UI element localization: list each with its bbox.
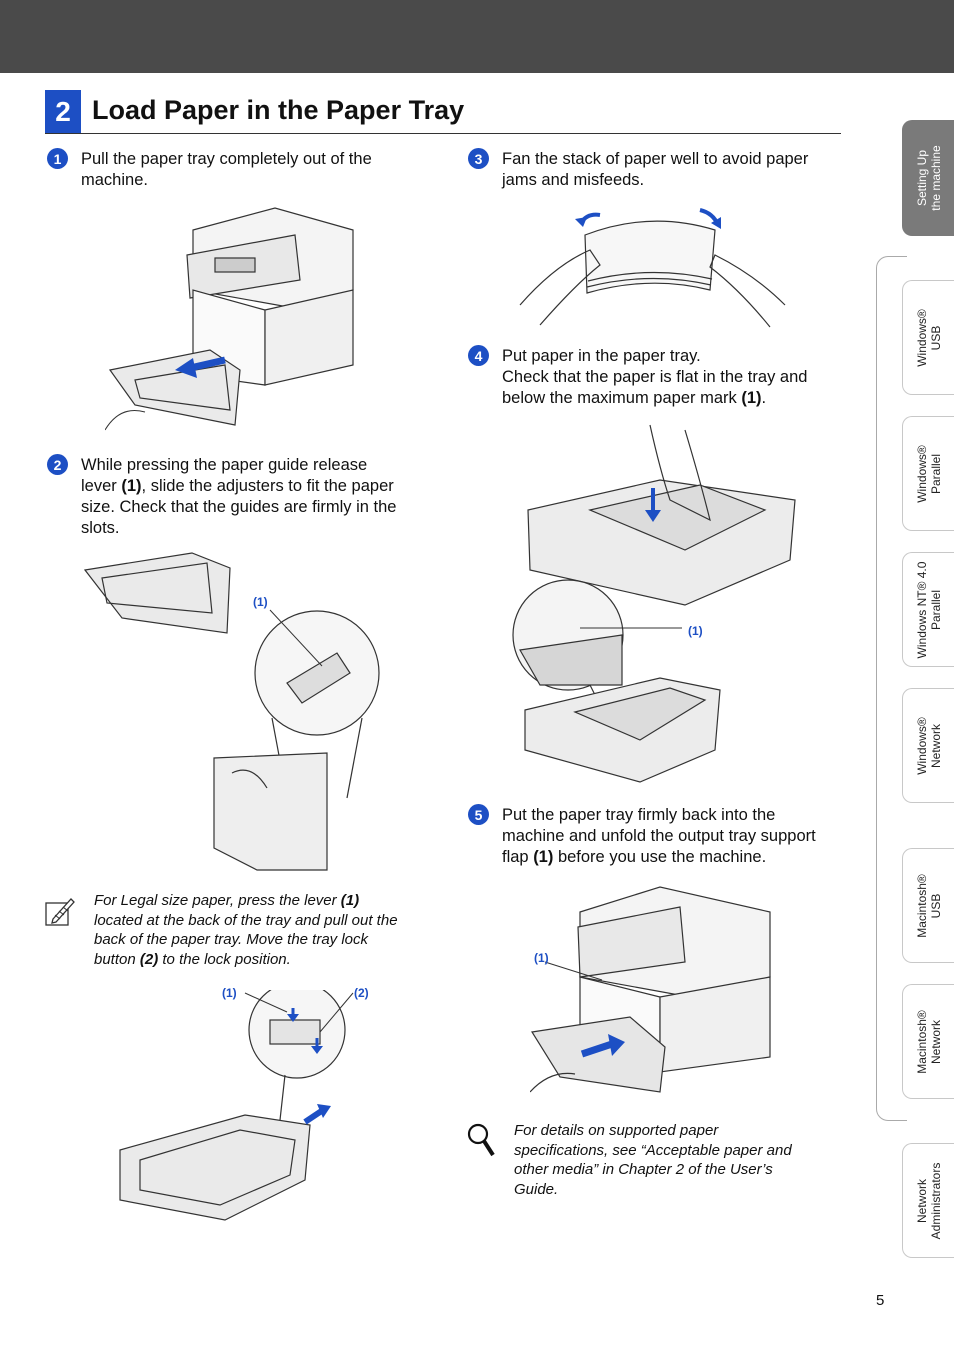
step-4-badge: 4 <box>468 345 489 366</box>
legal-lever-callout: (1) <box>222 986 237 1000</box>
header-bar <box>0 0 954 73</box>
step-3-text: Fan the stack of paper well to avoid pap… <box>502 150 809 189</box>
tab-macintosh-network[interactable]: Macintosh®Network <box>902 984 954 1099</box>
flap-callout: (1) <box>534 951 549 965</box>
section-number: 2 <box>45 90 81 134</box>
step-4-text: Put paper in the paper tray. Check that … <box>502 347 808 407</box>
tab-windows-network[interactable]: Windows®Network <box>902 688 954 803</box>
section-title: Load Paper in the Paper Tray <box>92 95 465 125</box>
step-1-text: Pull the paper tray completely out of th… <box>81 150 372 189</box>
tab-windows-parallel[interactable]: Windows®Parallel <box>902 416 954 531</box>
max-mark-callout: (1) <box>688 624 703 638</box>
step-3-badge: 3 <box>468 148 489 169</box>
magnifier-note-icon <box>467 1123 495 1157</box>
section-divider <box>45 133 841 134</box>
lock-button-callout: (2) <box>354 986 369 1000</box>
pencil-note-icon <box>45 898 75 926</box>
step-1-badge: 1 <box>47 148 68 169</box>
tab-windows-usb[interactable]: Windows®USB <box>902 280 954 395</box>
load-paper-illustration <box>512 424 796 783</box>
step-2-text: While pressing the paper guide release l… <box>81 456 397 537</box>
step-5-badge: 5 <box>468 804 489 825</box>
fan-paper-illustration <box>519 208 786 328</box>
legal-tray-illustration <box>119 990 354 1221</box>
tab-macintosh-usb[interactable]: Macintosh®USB <box>902 848 954 963</box>
legal-size-note: For Legal size paper, press the lever (1… <box>94 892 398 968</box>
step-5-text: Put the paper tray firmly back into the … <box>502 806 816 866</box>
paper-specs-note: For details on supported paper specifica… <box>514 1122 792 1198</box>
step-2-badge: 2 <box>47 454 68 475</box>
side-tab-bracket <box>876 256 907 1121</box>
page-number: 5 <box>876 1292 885 1309</box>
printer-tray-in-illustration <box>530 886 771 1093</box>
lever-callout: (1) <box>253 595 268 609</box>
printer-tray-out-illustration <box>105 207 354 431</box>
paper-guide-illustration <box>83 552 380 871</box>
